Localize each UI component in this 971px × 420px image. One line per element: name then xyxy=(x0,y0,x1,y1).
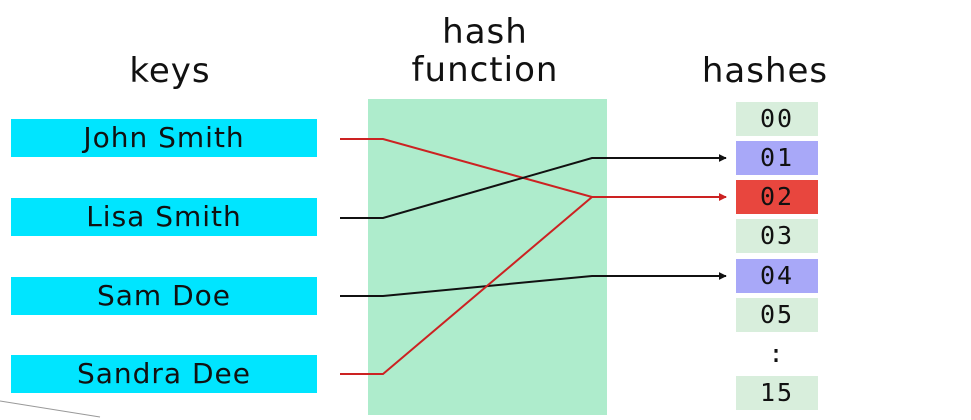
hash-cell-00: 00 xyxy=(736,102,818,136)
hash-cell-05: 05 xyxy=(736,298,818,332)
key-box-sam-doe: Sam Doe xyxy=(11,277,317,315)
mapping-line-sam-doe xyxy=(340,272,727,297)
hash-cell-03: 03 xyxy=(736,219,818,253)
mapping-line-lisa-smith xyxy=(340,154,727,219)
key-box-lisa-smith: Lisa Smith xyxy=(11,198,317,236)
hash-function-box xyxy=(368,99,607,415)
key-box-john-smith: John Smith xyxy=(11,119,317,157)
hash-cell-15: 15 xyxy=(736,376,818,410)
hash-cell-01: 01 xyxy=(736,141,818,175)
mapping-line-john-smith xyxy=(340,138,727,201)
hash-cell-02: 02 xyxy=(736,180,818,214)
keys-title: keys xyxy=(129,51,211,91)
hash-cell-ellipsis: : xyxy=(768,339,786,368)
mapping-line-sandra-dee xyxy=(340,193,727,375)
hashes-title: hashes xyxy=(701,51,829,91)
hash-cell-04: 04 xyxy=(736,259,818,293)
key-box-sandra-dee: Sandra Dee xyxy=(11,355,317,393)
corner-decoration xyxy=(0,400,101,418)
hash-function-title: hash function xyxy=(411,12,559,90)
